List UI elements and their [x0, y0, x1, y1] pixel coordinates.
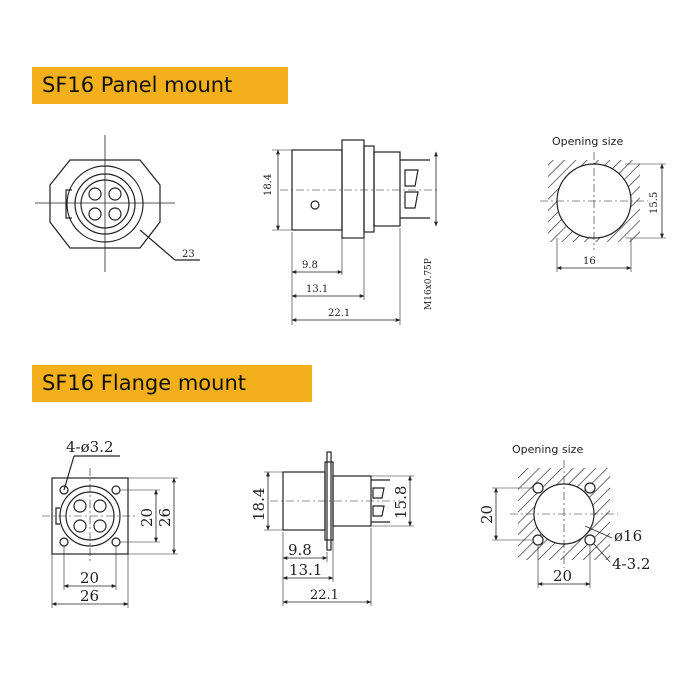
panel-side-thread: M16x0.75P — [424, 258, 434, 310]
flange-front-outer-width: 26 — [80, 587, 99, 605]
flange-side-right-height: 15.8 — [392, 486, 410, 519]
panel-front-callout: 23 — [182, 249, 195, 260]
panel-opening-label: Opening size — [552, 135, 623, 148]
flange-hole-callout: 4-ø3.2 — [66, 438, 114, 456]
panel-side-d2: 13.1 — [306, 284, 328, 295]
panel-side-d3: 22.1 — [328, 308, 350, 319]
flange-front-inner-width: 20 — [80, 569, 99, 587]
flange-mount-title: SF16 Flange mount — [32, 365, 312, 402]
panel-opening-height: 15.5 — [649, 192, 660, 214]
panel-mount-title: SF16 Panel mount — [32, 67, 288, 104]
flange-opening-label: Opening size — [512, 443, 583, 456]
panel-front-view — [35, 135, 200, 272]
flange-front-inner-height: 20 — [138, 508, 156, 527]
flange-opening-dia: ø16 — [614, 527, 642, 545]
flange-opening-view — [492, 460, 618, 588]
flange-side-d3: 22.1 — [310, 588, 339, 603]
flange-front-outer-height: 26 — [156, 508, 174, 527]
flange-side-d1: 9.8 — [288, 541, 312, 559]
flange-opening-holes: 4-3.2 — [612, 555, 650, 573]
flange-opening-width: 20 — [553, 567, 572, 585]
panel-opening-width: 16 — [583, 256, 596, 267]
flange-side-height: 18.4 — [250, 488, 268, 521]
panel-opening-view — [540, 152, 666, 272]
flange-side-view — [264, 451, 414, 606]
panel-side-view — [272, 139, 440, 325]
flange-front-view — [42, 455, 178, 608]
flange-side-d2: 13.1 — [289, 561, 322, 579]
panel-side-height: 18.4 — [263, 174, 274, 196]
flange-opening-height: 20 — [478, 505, 496, 524]
panel-side-d1: 9.8 — [302, 260, 318, 271]
